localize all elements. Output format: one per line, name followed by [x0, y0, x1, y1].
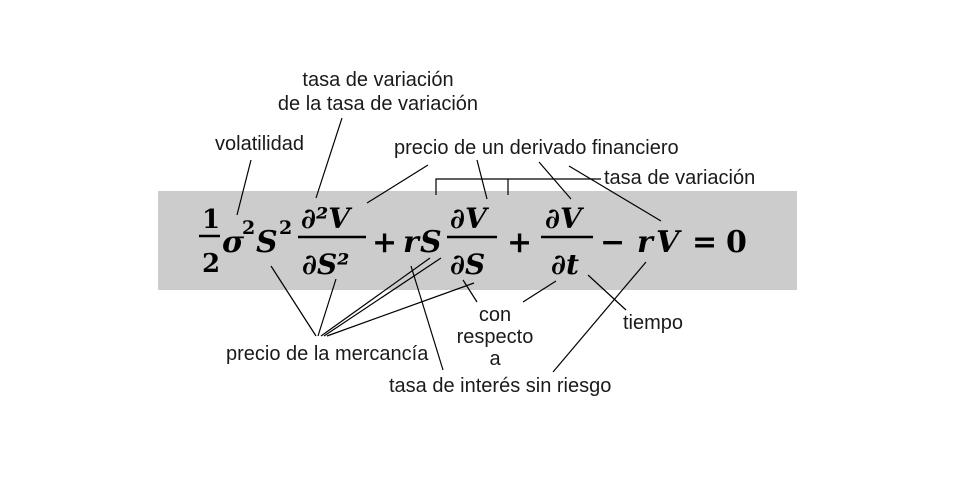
label-risk-free-rate: tasa de interés sin riesgo — [389, 375, 612, 397]
eq-V: V — [656, 225, 682, 260]
label-second-rate-line1: tasa de variación — [302, 69, 454, 91]
eq-plus-2: + — [507, 225, 532, 260]
eq-dV-2: ∂V — [545, 202, 585, 235]
label-with-respect-2: respecto — [456, 326, 534, 348]
eq-d2V: ∂²V — [301, 202, 353, 235]
eq-zero: 0 — [726, 225, 747, 260]
eq-S-exp: 2 — [279, 217, 292, 239]
eq-dS: ∂S — [450, 248, 485, 281]
leader-lines — [236, 117, 662, 373]
eq-minus: − — [600, 225, 625, 260]
eq-dt: ∂t — [551, 248, 579, 281]
label-derivative-price: precio de un derivado financiero — [394, 137, 679, 159]
label-with-respect-3: a — [489, 348, 501, 370]
label-with-respect-1: con — [478, 304, 512, 326]
equation-band — [158, 191, 797, 290]
label-time: tiempo — [623, 312, 684, 334]
eq-dS2: ∂S² — [302, 248, 349, 281]
eq-r-2: r — [637, 225, 655, 260]
eq-S: S — [256, 225, 278, 260]
eq-dV-1: ∂V — [450, 202, 490, 235]
label-rate-of-change: tasa de variación — [604, 167, 756, 189]
label-volatility: volatilidad — [215, 133, 304, 155]
eq-sigma-exp: 2 — [242, 217, 255, 239]
eq-r: r — [403, 225, 421, 260]
eq-plus-1: + — [372, 225, 397, 260]
eq-two: 2 — [202, 249, 220, 279]
eq-S-2: S — [420, 225, 442, 260]
label-second-rate-line2: de la tasa de variación — [277, 93, 479, 115]
eq-one: 1 — [202, 205, 220, 235]
label-commodity-price: precio de la mercancía — [226, 343, 429, 365]
eq-sigma: σ — [222, 225, 245, 260]
eq-equals: = — [692, 225, 717, 260]
